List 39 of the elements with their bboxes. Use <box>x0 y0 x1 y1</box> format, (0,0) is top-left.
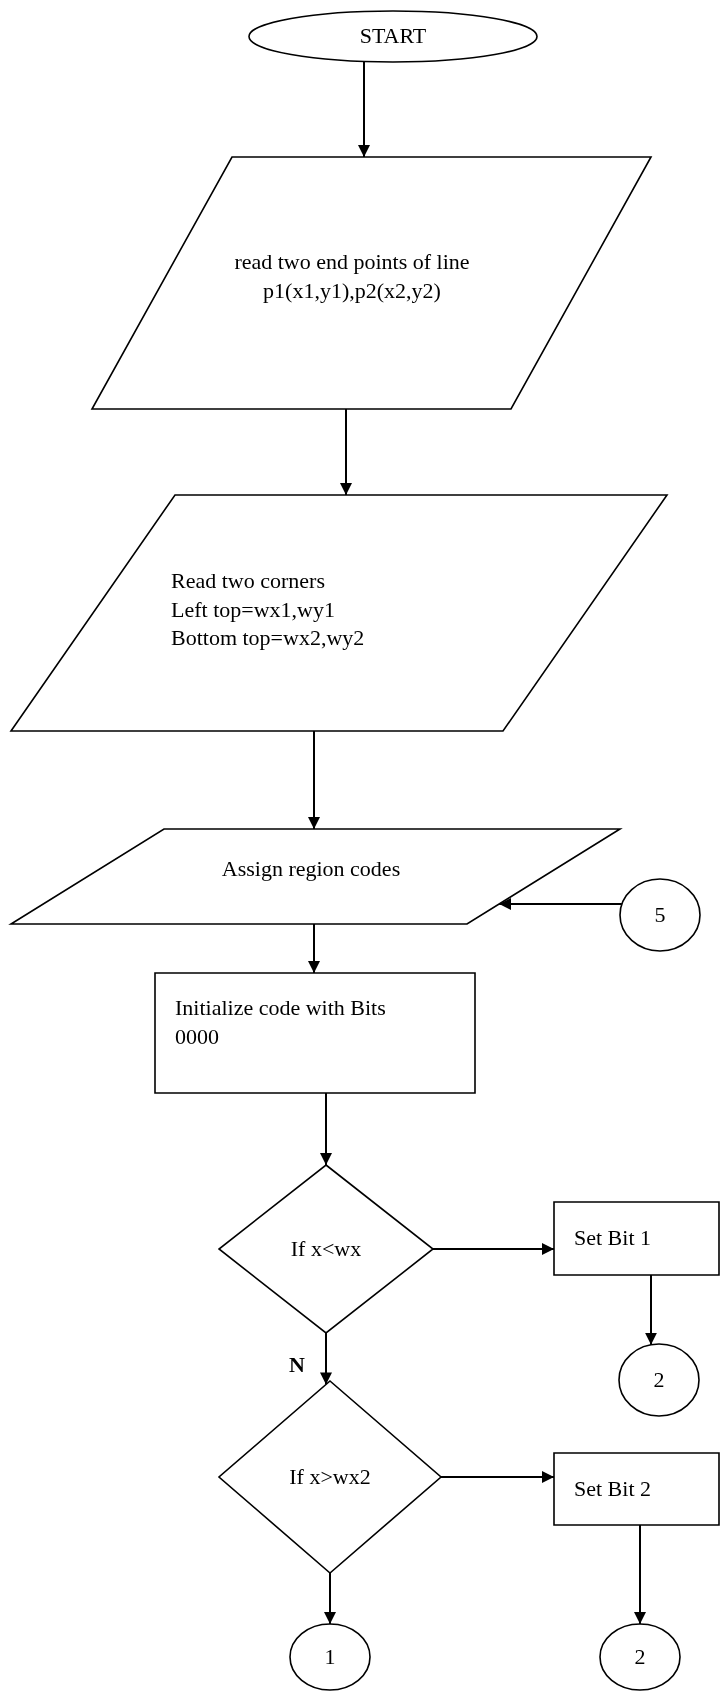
decision-diamond <box>217 1379 443 1575</box>
node-text: 2 <box>634 1642 646 1671</box>
arrow <box>320 1092 332 1166</box>
node-text: Read two corners <box>171 567 325 596</box>
decision-diamond <box>217 1164 435 1334</box>
node-text: 5 <box>654 900 666 929</box>
node-text: read two end points of line p1(x1,y1),p2(x2,y2) <box>233 248 471 305</box>
arrow <box>308 730 320 830</box>
arrow <box>324 1572 336 1625</box>
node-text: Assign region codes <box>221 854 401 883</box>
node-text: Bottom top=wx2,wy2 <box>171 624 365 653</box>
input-parallelogram <box>9 494 669 732</box>
connector-circle <box>289 1623 371 1691</box>
arrow <box>634 1524 646 1625</box>
connector-circle <box>619 878 701 952</box>
process-box <box>553 1452 720 1526</box>
arrow <box>432 1243 555 1255</box>
input-parallelogram <box>90 156 653 410</box>
arrow <box>320 1332 332 1386</box>
node-text: Set Bit 1 <box>574 1224 651 1253</box>
node-text: 1 <box>324 1642 336 1671</box>
node-text: Initialize code with Bits 0000 <box>175 994 387 1051</box>
input-parallelogram <box>8 828 623 925</box>
terminal-ellipse <box>248 10 538 63</box>
arrow <box>308 923 320 974</box>
arrow <box>440 1471 555 1483</box>
arrow <box>498 898 623 910</box>
arrow <box>645 1274 657 1346</box>
node-text: If x<wx <box>290 1234 362 1263</box>
node-text: If x>wx2 <box>289 1462 371 1491</box>
connector-circle <box>618 1343 700 1417</box>
node-text: Left top=wx1,wy1 <box>171 595 335 624</box>
process-box <box>553 1201 720 1276</box>
connector-circle <box>599 1623 681 1691</box>
arrow <box>340 408 352 496</box>
node-text: START <box>359 22 427 51</box>
process-box <box>154 972 476 1094</box>
node-text: 2 <box>653 1365 665 1394</box>
node-text: Set Bit 2 <box>574 1474 651 1503</box>
